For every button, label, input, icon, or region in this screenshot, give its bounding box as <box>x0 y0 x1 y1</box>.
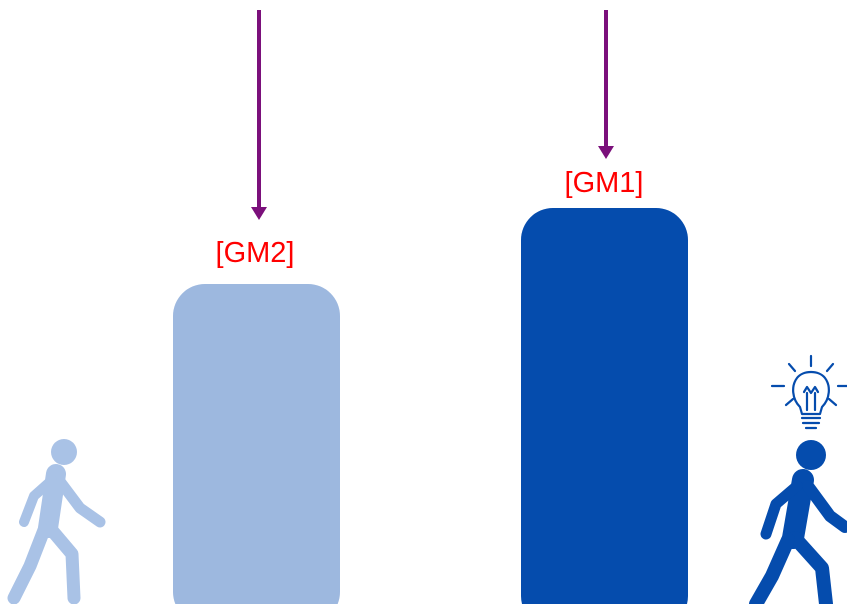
bar-gm2 <box>173 284 340 604</box>
label-gm2: [GM2] <box>215 237 295 269</box>
arrow-gm2 <box>251 10 267 220</box>
label-gm1: [GM1] <box>564 167 644 199</box>
lightbulb-icon <box>770 354 847 430</box>
arrow-gm1 <box>598 10 614 159</box>
walking-person-icon <box>7 439 106 604</box>
walking-person-icon-active <box>749 440 847 604</box>
bar-gm1 <box>521 208 688 604</box>
